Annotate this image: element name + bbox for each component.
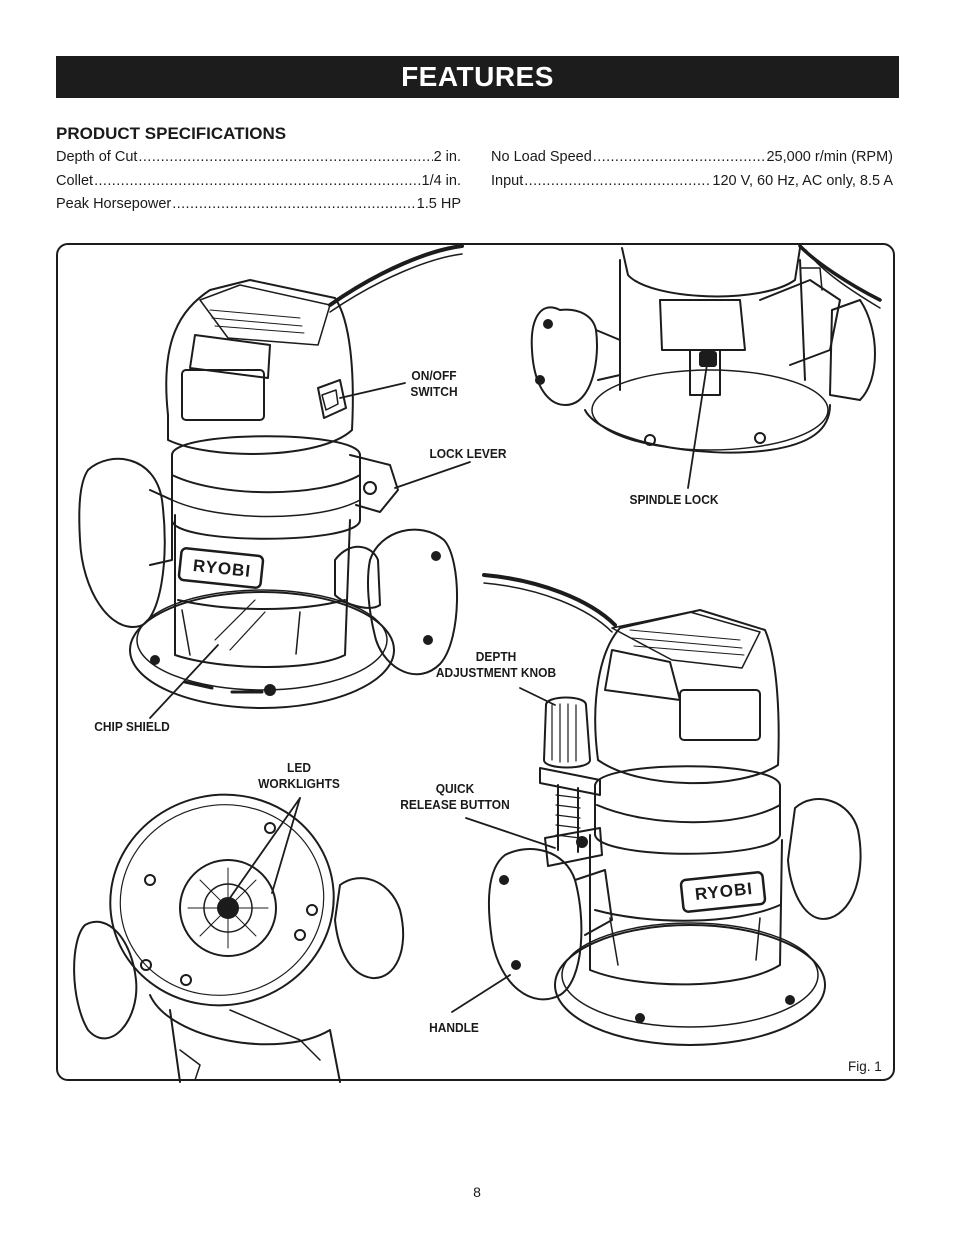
router-side-view <box>482 573 862 1046</box>
callout-on-off-switch: ON/OFF SWITCH <box>410 368 458 399</box>
specs-left-column: Depth of Cut 2 in. Collet 1/4 in. Peak H… <box>56 149 461 220</box>
spec-collet: Collet 1/4 in. <box>56 173 461 197</box>
router-spindle-view <box>530 244 882 454</box>
spec-value: 120 V, 60 Hz, AC only, 8.5 A <box>712 172 893 189</box>
figure-label: Fig. 1 <box>848 1059 882 1074</box>
spec-value: 2 in. <box>433 149 461 165</box>
spec-label: Collet <box>56 172 94 189</box>
spec-label: Peak Horsepower <box>56 196 172 212</box>
spec-value: 1.5 HP <box>416 196 461 212</box>
callout-chip-shield: CHIP SHIELD <box>94 719 170 734</box>
callout-quick-release-button: QUICK RELEASE BUTTON <box>400 781 510 812</box>
router-front-view <box>78 244 464 709</box>
section-title: FEATURES <box>401 61 554 92</box>
page-number: 8 <box>473 1184 481 1200</box>
router-underside-view <box>73 793 405 1083</box>
spec-value: 25,000 r/min (RPM) <box>766 149 893 165</box>
spec-input: Input 120 V, 60 Hz, AC only, 8.5 A <box>491 173 893 197</box>
section-title-bar: FEATURES <box>56 56 899 98</box>
callout-leader-lines <box>149 357 709 1013</box>
spec-value: 1/4 in. <box>421 172 462 189</box>
callout-spindle-lock: SPINDLE LOCK <box>629 492 719 507</box>
specifications-heading: PRODUCT SPECIFICATIONS <box>56 124 287 143</box>
callout-led-worklights: LED WORKLIGHTS <box>258 760 340 791</box>
spec-label: Depth of Cut <box>56 149 138 165</box>
callout-lock-lever: LOCK LEVER <box>429 446 507 461</box>
callout-handle: HANDLE <box>429 1020 479 1035</box>
spec-peak-horsepower: Peak Horsepower 1.5 HP <box>56 196 461 220</box>
spec-depth-of-cut: Depth of Cut 2 in. <box>56 149 461 173</box>
callout-depth-adjustment-knob: DEPTH ADJUSTMENT KNOB <box>435 649 557 680</box>
spec-no-load-speed: No Load Speed 25,000 r/min (RPM) <box>491 149 893 173</box>
spec-label: Input <box>491 172 524 189</box>
specs-right-column: No Load Speed 25,000 r/min (RPM) Input 1… <box>491 149 893 196</box>
spec-label: No Load Speed <box>491 149 592 165</box>
figure-frame <box>56 243 895 1081</box>
